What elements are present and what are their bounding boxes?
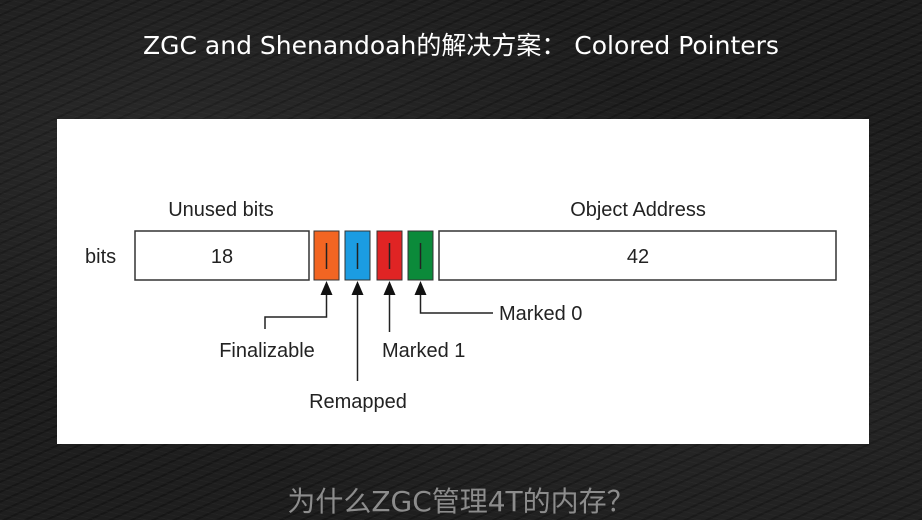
marked1-arrow	[383, 281, 396, 332]
marked1-label: Marked 1	[382, 340, 465, 362]
marked0-arrow	[414, 281, 493, 314]
unused-bits-box	[134, 230, 310, 281]
slide-subtitle: 为什么ZGC管理4T的内存？	[287, 485, 635, 518]
slide-title: ZGC and Shenandoah的解决方案： Colored Pointer…	[143, 31, 779, 60]
colored-pointers-diagram: Unused bits Object Address bits 18 42	[57, 119, 869, 444]
finalizable-label: Finalizable	[219, 340, 315, 362]
object-address-label: Object Address	[570, 199, 706, 221]
unused-bits-label: Unused bits	[168, 199, 274, 221]
object-address-box	[438, 230, 837, 281]
remapped-arrow	[351, 281, 364, 381]
marked0-label: Marked 0	[499, 303, 582, 325]
remapped-label: Remapped	[309, 391, 407, 413]
unused-bits-value: 18	[211, 246, 233, 268]
object-address-value: 42	[627, 246, 649, 268]
bits-row-label: bits	[85, 246, 116, 268]
finalizable-arrow	[264, 281, 333, 329]
